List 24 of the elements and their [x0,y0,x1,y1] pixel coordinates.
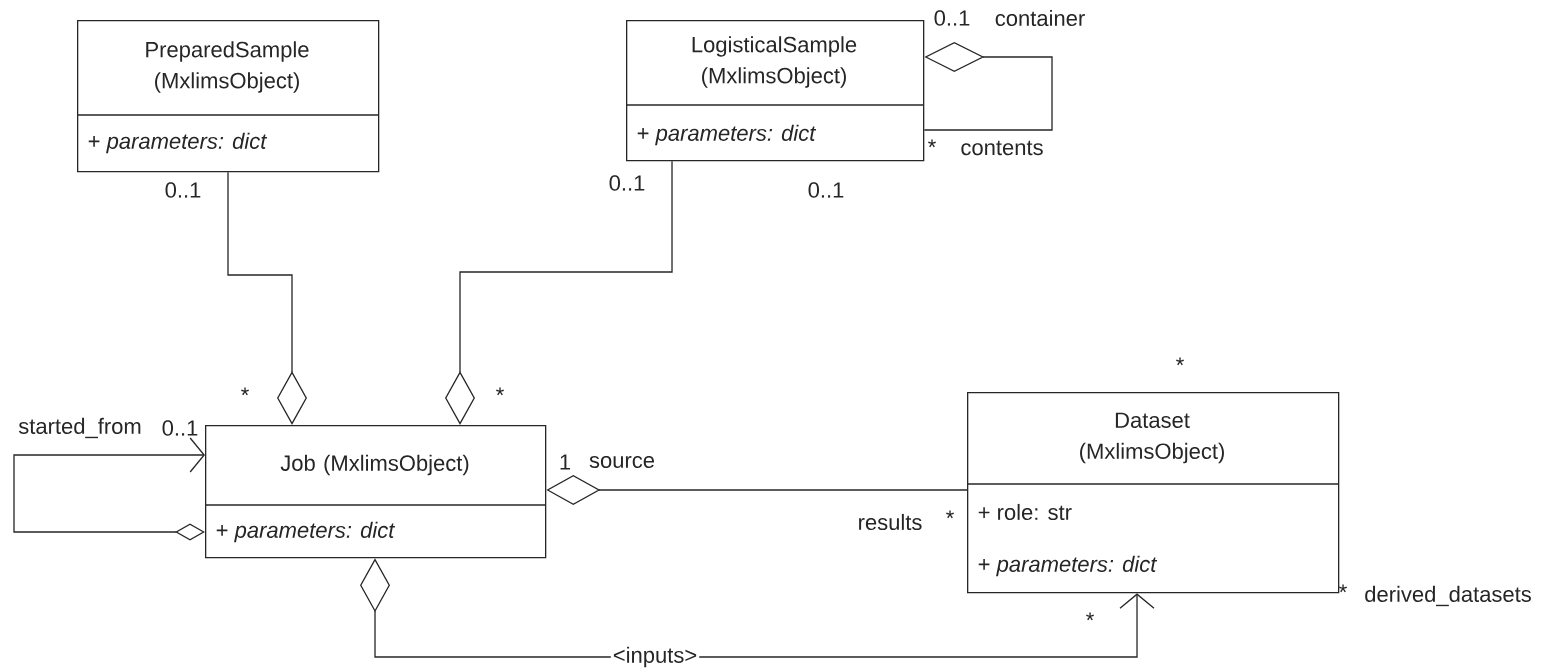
multiplicity-label: 0..1 [934,10,970,26]
multiplicity-label: * [1176,357,1184,366]
association-line [923,42,1053,131]
role-label: source [589,456,655,469]
association-line [13,437,205,541]
role-label: derived_datasets [1365,585,1531,607]
multiplicity-label: * [928,139,936,148]
multiplicity-label: 0..1 [609,175,645,191]
multiplicity-label: * [241,387,249,396]
association-line [227,171,307,425]
association-line [445,160,673,425]
multiplicity-label: 0..1 [162,420,198,436]
role-label: contents [961,140,1043,156]
class-box: PreparedSample (MxlimsObject) + parameters: dict [76,20,380,173]
class-box: Dataset (MxlimsObject) + role: str + parameters: dict [966,392,1340,594]
multiplicity-label: * [946,510,954,519]
class-box: LogisticalSample (MxlimsObject) + parameters: dict [625,20,925,162]
multiplicity-label: 0..1 [808,182,844,198]
role-label: container [995,9,1085,27]
class-box: Job (MxlimsObject) + parameters: dict [204,425,547,559]
role-label: started_from [18,417,141,439]
role-label: results [859,513,922,531]
edge-label: <inputs> [610,644,700,670]
multiplicity-label: * [496,387,504,396]
